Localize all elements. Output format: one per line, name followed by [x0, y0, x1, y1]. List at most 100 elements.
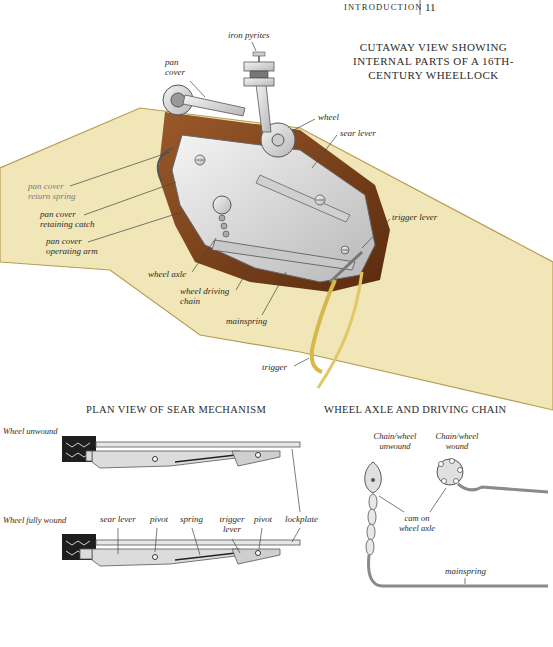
cutaway-view: [0, 52, 553, 410]
screws: [195, 155, 205, 165]
trigger-part: [312, 280, 335, 372]
part-label: wheel driving chain: [180, 286, 238, 307]
lockplate: [172, 135, 375, 282]
chain-wound: [437, 459, 548, 493]
screws: [195, 155, 349, 254]
sear-plan-wound: [62, 534, 300, 566]
driving-chain-part: [219, 215, 225, 221]
dog-arm: [256, 84, 271, 132]
sear-plan-wound: [80, 549, 92, 559]
sear-plan-wound: [62, 534, 96, 560]
wheel-axle-hub: [213, 196, 231, 214]
sear-plan-unwound: [62, 436, 96, 462]
sear-plan-unwound: [96, 442, 300, 447]
chain-unwound: [365, 462, 382, 493]
driving-chain-part: [223, 231, 229, 237]
trigger-guard: [318, 272, 362, 388]
pyrites-piece: [250, 71, 268, 78]
sear-leader-lines: [192, 528, 200, 555]
sear-leader-lines: [118, 528, 119, 554]
leader-lines: [88, 212, 182, 242]
sear-plan-wound: [96, 540, 300, 545]
part-label: pan cover return spring: [28, 181, 82, 202]
driving-chain-part: [219, 215, 229, 237]
chain-unwound: [369, 494, 377, 510]
return-spring-part: [158, 148, 172, 182]
leader-lines: [236, 266, 250, 290]
chain-leader-lines: [430, 488, 446, 512]
part-label: cam on wheel axle: [396, 514, 438, 534]
mainspring-part: [212, 240, 355, 270]
leader-lines: [192, 238, 216, 272]
sear-leader-lines: [292, 528, 300, 542]
leader-lines: [294, 119, 315, 130]
chain-leader-lines: [465, 578, 466, 584]
wheel-hub: [272, 134, 284, 146]
figure-title: CUTAWAY VIEW SHOWING INTERNAL PARTS OF A…: [336, 40, 531, 82]
screws: [315, 195, 325, 205]
sear-plan-unwound: [175, 455, 236, 462]
part-label: wheel: [318, 112, 339, 122]
part-label: mainspring: [445, 566, 486, 576]
leader-lines: [190, 81, 205, 97]
trigger-lever-rod: [330, 252, 362, 282]
part-label: pivot: [254, 514, 272, 524]
chain-unwound: [366, 494, 377, 555]
leader-lines: [84, 182, 176, 215]
chain-unwound: [367, 524, 375, 540]
part-label: Chain/wheel wound: [430, 432, 484, 452]
part-label: lockplate: [285, 514, 318, 524]
screws: [342, 250, 348, 251]
gun-stock: [0, 108, 553, 410]
dog-jaw: [244, 62, 274, 71]
part-label: sear lever: [340, 128, 376, 138]
sear-plan-wound: [256, 551, 261, 556]
sear-plan-wound: [92, 549, 244, 566]
part-label: wheel axle: [148, 269, 186, 279]
sear-plan-unwound: [153, 457, 158, 462]
part-label: Chain/wheel unwound: [368, 432, 422, 452]
sear-plan-unwound: [86, 451, 92, 461]
jaw-screw: [253, 52, 265, 56]
part-label: iron pyrites: [228, 30, 269, 40]
part-label: mainspring: [226, 316, 267, 326]
chain-wound: [442, 479, 447, 484]
leader-lines: [70, 42, 390, 366]
sear-leader-lines: [292, 449, 300, 512]
sear-lever-part: [256, 175, 350, 222]
sear-plan-wound: [175, 553, 236, 560]
part-label: Wheel unwound: [3, 427, 58, 437]
chain-wound: [458, 484, 548, 492]
part-label: trigger lever: [216, 514, 248, 535]
leader-lines: [70, 152, 170, 186]
part-label: pan cover retaining catch: [40, 209, 106, 230]
leader-lines: [362, 219, 390, 248]
sear-plan-unwound: [232, 451, 280, 466]
chain-wound: [437, 459, 463, 485]
chain-unwound: [365, 462, 548, 586]
chain-wound: [458, 468, 463, 473]
chain-leader-lines: [379, 496, 404, 512]
chain-unwound: [371, 478, 375, 482]
sear-plan-unwound: [256, 453, 261, 458]
leader-lines: [262, 272, 286, 315]
part-label: pan cover: [165, 57, 195, 78]
sear-plan-wound: [153, 555, 158, 560]
part-label: pan cover operating arm: [46, 236, 112, 257]
section-heading: PLAN VIEW OF SEAR MECHANISM: [86, 404, 266, 416]
page-number: 11: [425, 1, 436, 14]
sear-leader-lines: [118, 449, 300, 555]
driving-chain-part: [221, 223, 227, 229]
chain-unwound: [369, 555, 548, 586]
part-label: pivot: [150, 514, 168, 524]
chain-wound: [454, 479, 459, 484]
section-heading: WHEEL AXLE AND DRIVING CHAIN: [324, 404, 506, 416]
part-label: Wheel fully wound: [3, 516, 66, 526]
sear-plan-unwound: [92, 451, 244, 468]
barrel-bore: [171, 93, 185, 107]
chain-wound: [439, 462, 444, 467]
part-label: sear lever: [100, 514, 136, 524]
part-label: trigger: [262, 362, 287, 372]
chain-unwound: [366, 539, 374, 555]
